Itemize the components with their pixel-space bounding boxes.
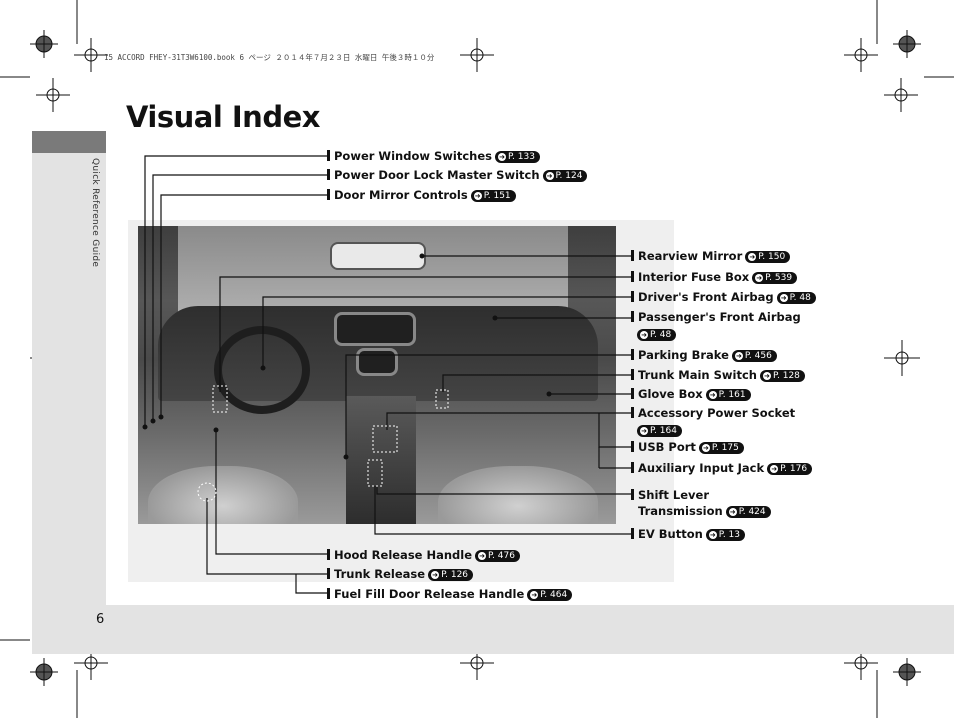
page-ref-link[interactable]: ➜P. 13 (705, 529, 745, 541)
page-number: 6 (96, 612, 105, 627)
label-aux: Auxiliary Input Jack➜P. 176 (631, 461, 813, 475)
bottom-band (32, 605, 954, 654)
arrow-right-icon: ➜ (755, 274, 764, 282)
label-text: Glove Box (638, 387, 703, 401)
label-ev: EV Button➜P. 13 (631, 527, 745, 541)
arrow-right-icon: ➜ (473, 192, 482, 200)
arrow-right-icon: ➜ (640, 427, 648, 435)
page-ref-link[interactable]: ➜P. 176 (767, 463, 813, 475)
section-tab (32, 131, 106, 153)
label-text: Parking Brake (638, 348, 729, 362)
label-transmission: Transmission➜P. 424 (638, 504, 771, 518)
arrow-right-icon: ➜ (498, 153, 506, 161)
page-title: Visual Index (126, 100, 320, 134)
label-text: USB Port (638, 440, 696, 454)
label-text: Trunk Main Switch (638, 368, 757, 382)
label-pass-airbag-ref: ➜P. 48 (634, 327, 677, 341)
arrow-right-icon: ➜ (748, 253, 757, 261)
label-text: Driver's Front Airbag (638, 290, 774, 304)
page-ref-link[interactable]: ➜P. 456 (731, 350, 777, 362)
arrow-right-icon: ➜ (728, 508, 737, 516)
label-fuel: Fuel Fill Door Release Handle➜P. 464 (327, 587, 573, 601)
page-ref-link[interactable]: ➜P. 476 (475, 550, 520, 562)
label-text: Fuel Fill Door Release Handle (334, 587, 525, 601)
page-ref-link[interactable]: ➜P. 133 (495, 151, 540, 163)
arrow-right-icon: ➜ (545, 172, 554, 180)
rearview-mirror-shape (330, 242, 426, 270)
label-text: Shift Lever (638, 488, 710, 502)
label-parking-brake: Parking Brake➜P. 456 (631, 348, 777, 362)
arrow-right-icon: ➜ (770, 465, 779, 473)
page-ref-link[interactable]: ➜P. 150 (745, 251, 791, 263)
page-ref-link[interactable]: ➜P. 128 (759, 370, 805, 382)
label-pass-airbag: Passenger's Front Airbag (631, 310, 801, 324)
label-rearview: Rearview Mirror➜P. 150 (631, 249, 791, 263)
arrow-right-icon: ➜ (478, 552, 487, 560)
label-text: Passenger's Front Airbag (638, 310, 801, 324)
label-usb: USB Port➜P. 175 (631, 440, 744, 454)
label-text: EV Button (638, 527, 703, 541)
page-ref-link[interactable]: ➜P. 175 (698, 442, 744, 454)
page-ref-link[interactable]: ➜P. 164 (637, 425, 682, 437)
sidebar (32, 131, 106, 654)
label-trunk-main: Trunk Main Switch➜P. 128 (631, 368, 805, 382)
arrow-right-icon: ➜ (701, 444, 710, 452)
label-text: Auxiliary Input Jack (638, 461, 765, 475)
label-fuse: Interior Fuse Box➜P. 539 (631, 270, 798, 284)
page-ref-link[interactable]: ➜P. 126 (428, 569, 474, 581)
windshield (178, 226, 568, 316)
label-text: Trunk Release (334, 567, 426, 581)
label-power-window: Power Window Switches➜P. 133 (327, 149, 540, 163)
arrow-right-icon: ➜ (640, 331, 648, 339)
arrow-right-icon: ➜ (734, 352, 743, 360)
instrument-cluster (334, 312, 416, 346)
print-header: 15 ACCORD FHEY-31T3W6100.book 6 ページ ２０１４… (104, 53, 435, 62)
page-ref-link[interactable]: ➜P. 151 (470, 190, 516, 202)
driver-seat (148, 466, 298, 524)
label-driver-airbag: Driver's Front Airbag➜P. 48 (631, 290, 816, 304)
page-ref-link[interactable]: ➜P. 48 (776, 292, 816, 304)
page-ref-link[interactable]: ➜P. 539 (752, 272, 798, 284)
steering-wheel (214, 326, 310, 414)
label-text: Transmission (638, 504, 723, 518)
page-ref-link[interactable]: ➜P. 161 (705, 389, 751, 401)
page-ref-link[interactable]: ➜P. 464 (527, 589, 573, 601)
center-display (356, 348, 398, 376)
label-door-lock: Power Door Lock Master Switch➜P. 124 (327, 168, 588, 182)
page-ref-link[interactable]: ➜P. 424 (725, 506, 771, 518)
label-accessory: Accessory Power Socket (631, 406, 795, 420)
page-ref-link[interactable]: ➜P. 124 (542, 170, 588, 182)
section-label: Quick Reference Guide (90, 158, 100, 268)
label-hood: Hood Release Handle➜P. 476 (327, 548, 520, 562)
arrow-right-icon: ➜ (708, 531, 717, 539)
label-text: Accessory Power Socket (638, 406, 796, 420)
page-ref-link[interactable]: ➜P. 48 (637, 329, 677, 341)
label-text: Power Door Lock Master Switch (334, 168, 540, 182)
label-glove: Glove Box➜P. 161 (631, 387, 751, 401)
label-door-mirror: Door Mirror Controls➜P. 151 (327, 188, 516, 202)
label-trunk-release: Trunk Release➜P. 126 (327, 567, 474, 581)
arrow-right-icon: ➜ (762, 372, 771, 380)
label-accessory-ref: ➜P. 164 (634, 423, 682, 437)
arrow-right-icon: ➜ (431, 571, 440, 579)
label-text: Interior Fuse Box (638, 270, 750, 284)
label-text: Rearview Mirror (638, 249, 743, 263)
arrow-right-icon: ➜ (779, 294, 788, 302)
arrow-right-icon: ➜ (530, 591, 539, 599)
passenger-seat (438, 466, 598, 524)
label-text: Door Mirror Controls (334, 188, 468, 202)
label-text: Hood Release Handle (334, 548, 473, 562)
label-text: Power Window Switches (334, 149, 492, 163)
arrow-right-icon: ➜ (708, 391, 717, 399)
label-shift: Shift Lever (631, 488, 709, 502)
